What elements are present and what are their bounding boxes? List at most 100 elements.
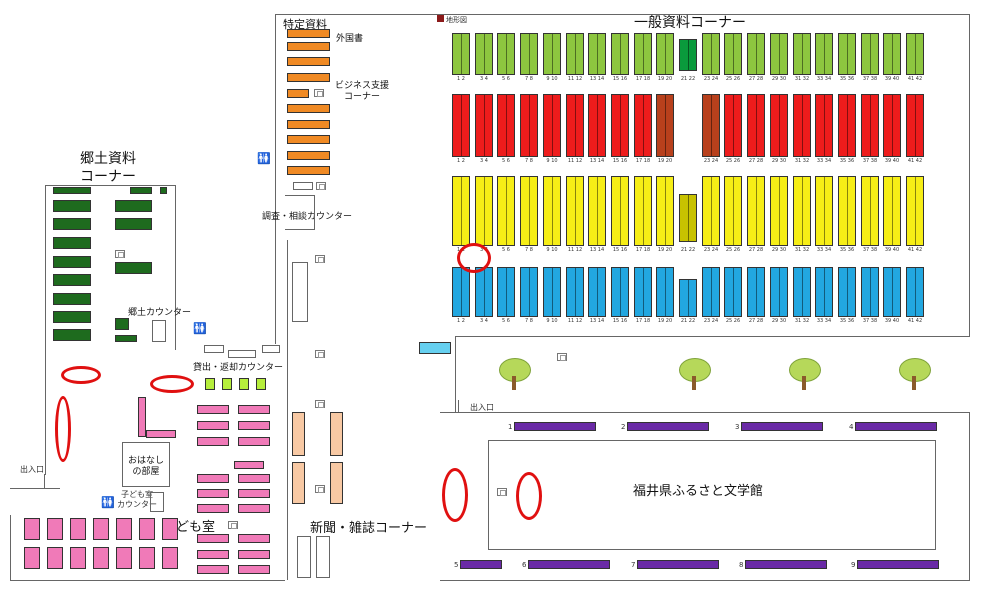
- shelf-divider: [506, 95, 507, 156]
- shelf-divider: [802, 268, 803, 316]
- kids-counter-desk: [150, 492, 164, 512]
- shelf-divider: [824, 268, 825, 316]
- kids-shelf: [197, 565, 229, 574]
- kids-shelf: [116, 518, 132, 540]
- shelf-divider: [552, 177, 553, 245]
- shelf-divider: [915, 95, 916, 156]
- general-shelf: [656, 176, 674, 246]
- shelf-number: 7 8: [525, 318, 533, 324]
- shelf-divider: [892, 95, 893, 156]
- shelf-number: 19 20: [657, 247, 673, 253]
- restroom-icon: 🚻: [101, 496, 115, 509]
- circle-marker: [61, 366, 101, 384]
- shelf-number: 25 26: [725, 158, 741, 164]
- wall-top: [275, 14, 970, 15]
- kids-shelf: [197, 437, 229, 446]
- shelf-divider: [756, 268, 757, 316]
- kids-shelf: [93, 547, 109, 569]
- hall-entrance-door: [458, 400, 459, 412]
- general-shelf: [452, 94, 470, 157]
- hall-shelf-number: 2: [621, 423, 626, 431]
- shelf-divider: [575, 177, 576, 245]
- shelf-divider: [915, 34, 916, 74]
- general-shelf: [566, 267, 584, 317]
- shelf-number: 19 20: [657, 158, 673, 164]
- shelf-number: 31 32: [794, 76, 810, 82]
- shelf-number: 17 18: [635, 76, 651, 82]
- local-shelf: [53, 293, 91, 305]
- hall-shelf-number: 7: [631, 561, 636, 569]
- tree-icon: [897, 356, 931, 392]
- special-counter: [293, 182, 313, 190]
- kids-shelf: [234, 461, 264, 469]
- shelf-divider: [506, 177, 507, 245]
- restroom-icon: 🚻: [193, 322, 207, 335]
- kids-shelf: [238, 550, 270, 559]
- topographic-map-icon: [437, 15, 444, 22]
- tree-icon: [787, 356, 821, 392]
- circle-marker: [55, 396, 71, 462]
- general-shelf: [497, 267, 515, 317]
- general-shelf: [543, 176, 561, 246]
- shelf-number: 41 42: [907, 158, 923, 164]
- shelf-divider: [529, 34, 530, 74]
- general-shelf: [475, 176, 493, 246]
- general-shelf: [656, 267, 674, 317]
- shelf-number: 3 4: [480, 318, 488, 324]
- shelf-divider: [733, 34, 734, 74]
- special-shelf: [287, 135, 330, 144]
- newspaper-shelf: [330, 462, 343, 504]
- general-shelf: [452, 267, 470, 317]
- local-corner-title: 郷土資料 コーナー: [80, 151, 136, 186]
- kids-shelf: [197, 421, 229, 430]
- special-shelf: [287, 42, 330, 51]
- general-shelf: [815, 94, 833, 157]
- general-shelf: [770, 176, 788, 246]
- hall-shelf: [741, 422, 823, 431]
- shelf-number: 31 32: [794, 247, 810, 253]
- shelf-number: 1 2: [457, 76, 465, 82]
- newspaper-display-box: [315, 485, 325, 493]
- general-shelf: [611, 176, 629, 246]
- shelf-number: 1 2: [457, 318, 465, 324]
- general-shelf: [861, 33, 879, 75]
- general-shelf: [724, 176, 742, 246]
- local-display-box: [115, 250, 125, 258]
- shelf-divider: [575, 268, 576, 316]
- shelf-divider: [802, 95, 803, 156]
- general-shelf: [475, 33, 493, 75]
- shelf-divider: [688, 40, 689, 70]
- newspaper-shelf: [292, 462, 305, 504]
- local-shelf: [53, 237, 91, 249]
- topographic-map-label: 地形図: [446, 16, 467, 24]
- hall-shelf-number: 8: [739, 561, 744, 569]
- lending-counter-label: 貸出・返却カウンター: [193, 363, 284, 373]
- center-display-box: [315, 255, 325, 263]
- newspaper-table: [297, 536, 311, 578]
- shelf-divider: [461, 34, 462, 74]
- shelf-divider: [575, 95, 576, 156]
- wall-kids-left: [10, 515, 11, 580]
- general-shelf: [475, 267, 493, 317]
- story-room: [122, 442, 170, 487]
- hall-display-box: [497, 488, 507, 496]
- shelf-divider: [461, 177, 462, 245]
- wall-entrance: [10, 488, 60, 489]
- lending-counter-desk: [204, 345, 224, 353]
- local-shelf: [53, 187, 91, 194]
- hall-shelf-number: 3: [735, 423, 740, 431]
- shelf-divider: [643, 34, 644, 74]
- shelf-number: 37 38: [862, 247, 878, 253]
- shelf-number: 19 20: [657, 318, 673, 324]
- shelf-divider: [711, 95, 712, 156]
- shelf-divider: [597, 95, 598, 156]
- general-shelf: [838, 267, 856, 317]
- shelf-number: 11 12: [567, 76, 583, 82]
- shelf-divider: [552, 95, 553, 156]
- shelf-divider: [506, 268, 507, 316]
- wall-hall-bottom: [440, 580, 970, 581]
- shelf-number: 33 34: [816, 247, 832, 253]
- general-shelf: [724, 94, 742, 157]
- shelf-divider: [733, 95, 734, 156]
- local-shelf: [53, 274, 91, 286]
